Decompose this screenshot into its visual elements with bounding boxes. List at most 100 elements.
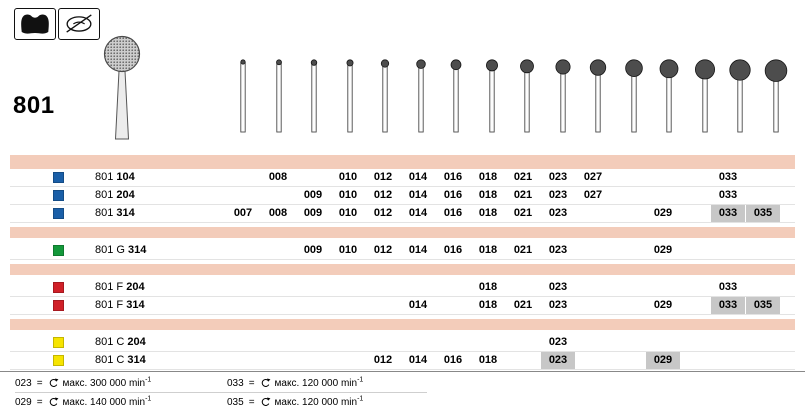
group-band xyxy=(10,227,795,238)
product-label: 801 104 xyxy=(95,169,135,186)
size-cell: 018 xyxy=(478,207,498,219)
footnote-size: 035 xyxy=(227,396,244,408)
availability-table: 801 104 008 010 012 014 016 018 021 023 027 033 801… xyxy=(10,155,795,370)
size-cell: 016 xyxy=(443,189,463,201)
size-cell: 018 xyxy=(478,354,498,366)
size-cell: 023 xyxy=(548,244,568,256)
size-cell: 033 xyxy=(718,281,738,293)
size-cell: 023 xyxy=(548,336,568,348)
crossed-oval-icon xyxy=(59,10,99,37)
bur-size-row xyxy=(0,0,805,150)
application-symbol-box xyxy=(58,8,100,40)
size-cell: 021 xyxy=(513,299,533,311)
size-cell: 008 xyxy=(268,207,288,219)
product-label: 801 204 xyxy=(95,187,135,204)
figure-number: 801 G xyxy=(95,244,125,256)
size-cell: 033 xyxy=(718,189,738,201)
bur-illustration-016 xyxy=(442,59,470,138)
footnote-speed: макс. 140 000 min-1 xyxy=(62,395,152,408)
footnote-item: 023=макс. 300 000 min-1 xyxy=(15,375,227,393)
molar-icon xyxy=(15,10,55,37)
size-cell: 018 xyxy=(478,244,498,256)
figure-number: 801 xyxy=(95,207,114,219)
figure-number: 801 xyxy=(95,171,114,183)
product-label: 801 G 314 xyxy=(95,242,146,259)
shank-code: 314 xyxy=(128,244,147,256)
footnote-size: 023 xyxy=(15,378,32,389)
size-cell: 007 xyxy=(233,207,253,219)
bur-illustration-027 xyxy=(620,59,648,138)
product-label: 801 F 314 xyxy=(95,297,145,314)
shank-code: 314 xyxy=(126,299,145,311)
grit-color-square xyxy=(53,245,64,256)
size-cell: 023 xyxy=(541,352,575,369)
sample-bur-illustration xyxy=(95,34,149,151)
size-cell: 012 xyxy=(373,354,393,366)
bur-illustration-007 xyxy=(229,59,257,138)
size-cell: 023 xyxy=(548,207,568,219)
bur-illustration-023 xyxy=(549,59,577,138)
size-cell: 009 xyxy=(303,244,323,256)
size-cell: 010 xyxy=(338,189,358,201)
size-cell: 027 xyxy=(583,171,603,183)
size-cell: 012 xyxy=(373,207,393,219)
bur-illustration-008 xyxy=(265,59,293,138)
size-cell: 035 xyxy=(746,205,780,222)
size-cell: 027 xyxy=(583,189,603,201)
footnote-item: 029=макс. 140 000 min-1 xyxy=(15,393,227,411)
group-band xyxy=(10,319,795,330)
page-title: 801 xyxy=(13,92,55,119)
product-label: 801 F 204 xyxy=(95,279,145,296)
shank-code: 104 xyxy=(116,171,135,183)
size-cell: 016 xyxy=(443,354,463,366)
application-symbol-box xyxy=(14,8,56,40)
size-cell: 014 xyxy=(408,299,428,311)
grit-color-square xyxy=(53,208,64,219)
size-cell: 012 xyxy=(373,244,393,256)
bur-illustration-035 xyxy=(762,59,790,138)
shank-code: 204 xyxy=(126,281,145,293)
figure-number: 801 C xyxy=(95,336,125,348)
size-cell: 033 xyxy=(711,205,745,222)
size-cell: 010 xyxy=(338,207,358,219)
rotation-speed-icon xyxy=(261,378,270,387)
size-cell: 035 xyxy=(746,297,780,314)
equals-sign: = xyxy=(248,378,255,389)
shank-code: 204 xyxy=(116,189,135,201)
size-cell: 014 xyxy=(408,189,428,201)
product-label: 801 314 xyxy=(95,205,135,222)
size-cell: 018 xyxy=(478,299,498,311)
group-band xyxy=(10,155,795,169)
grit-color-square xyxy=(53,355,64,366)
equals-sign: = xyxy=(36,378,43,389)
footnote-item: 035=макс. 120 000 min-1 xyxy=(227,393,427,411)
grit-color-square xyxy=(53,337,64,348)
size-cell: 023 xyxy=(548,281,568,293)
grit-color-square xyxy=(53,300,64,311)
bur-illustration-009 xyxy=(300,59,328,138)
bur-illustration-021 xyxy=(513,59,541,138)
figure-number: 801 xyxy=(95,189,114,201)
footnote-item: 033=макс. 120 000 min-1 xyxy=(227,375,427,393)
size-cell: 014 xyxy=(408,171,428,183)
bur-illustration-014 xyxy=(407,59,435,138)
size-cell: 010 xyxy=(338,244,358,256)
size-cell: 009 xyxy=(303,207,323,219)
footnote-speed: макс. 120 000 min-1 xyxy=(274,376,364,389)
bur-illustration-025 xyxy=(584,59,612,138)
bur-illustration-012 xyxy=(371,59,399,138)
size-cell: 016 xyxy=(443,244,463,256)
grit-color-square xyxy=(53,172,64,183)
size-cell: 012 xyxy=(373,189,393,201)
size-cell: 023 xyxy=(548,189,568,201)
footnote-size: 029 xyxy=(15,396,32,408)
grit-color-square xyxy=(53,190,64,201)
